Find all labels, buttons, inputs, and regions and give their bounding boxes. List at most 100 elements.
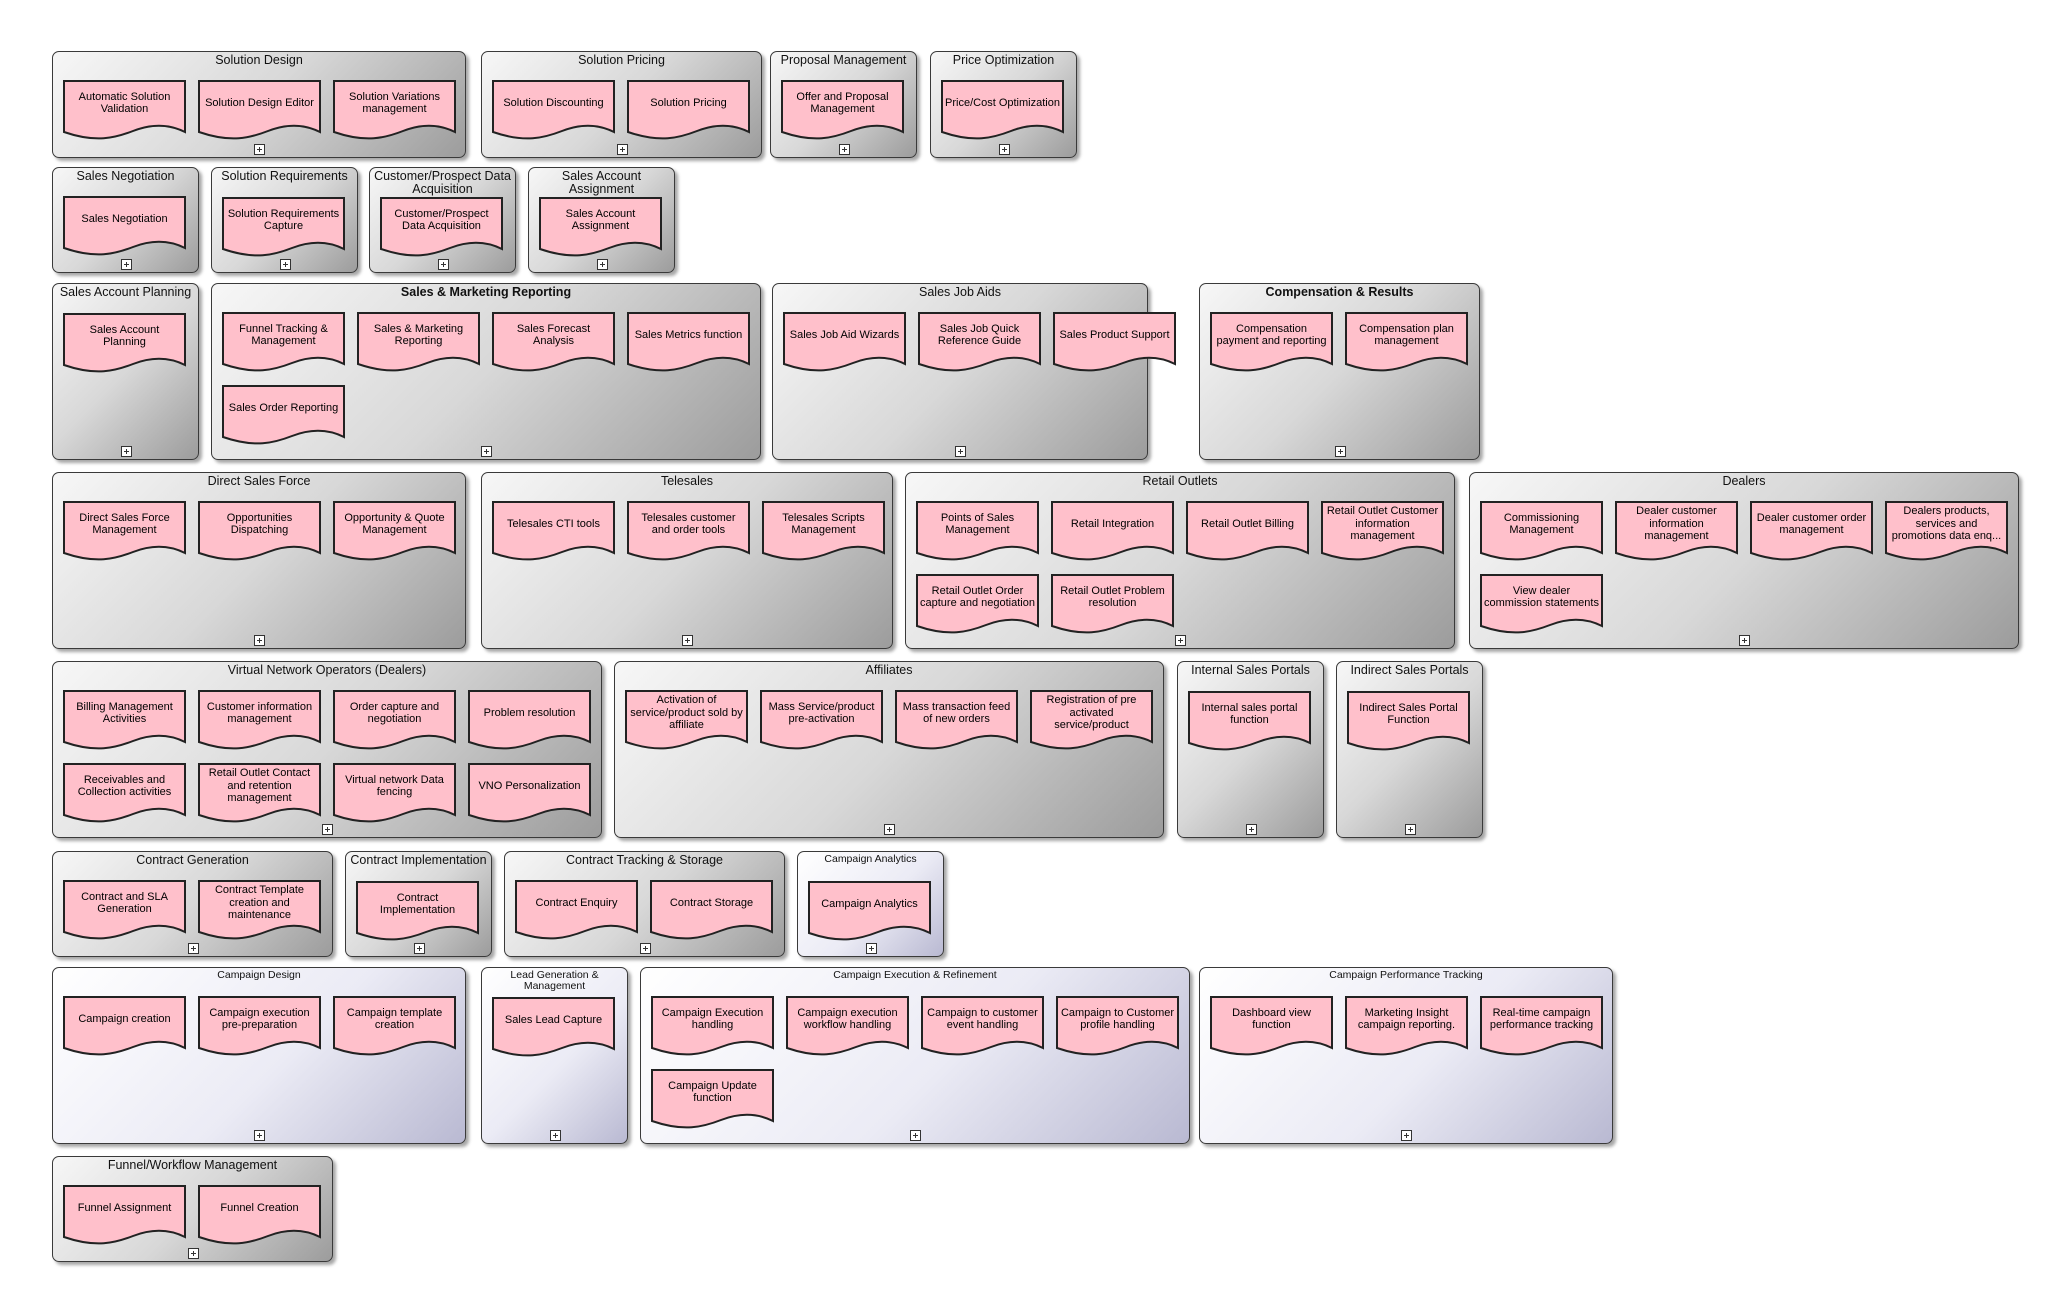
function-sales-order-reporting[interactable]: Sales Order Reporting [222, 385, 345, 449]
function-customer-prospect-data-acquisition[interactable]: Customer/Prospect Data Acquisition [380, 197, 503, 261]
expand-plus-icon[interactable] [254, 144, 265, 155]
function-solution-pricing[interactable]: Solution Pricing [627, 80, 750, 144]
function-sales-negotiation[interactable]: Sales Negotiation [63, 196, 186, 260]
expand-plus-icon[interactable] [280, 259, 291, 270]
function-marketing-insight-campaign-reporting[interactable]: Marketing Insight campaign reporting. [1345, 996, 1468, 1060]
function-opportunity-quote-management[interactable]: Opportunity & Quote Management [333, 501, 456, 565]
function-solution-variations-management[interactable]: Solution Variations management [333, 80, 456, 144]
function-direct-sales-force-management[interactable]: Direct Sales Force Management [63, 501, 186, 565]
function-retail-outlet-billing[interactable]: Retail Outlet Billing [1186, 501, 1309, 565]
function-telesales-customer-and-order-tools[interactable]: Telesales customer and order tools [627, 501, 750, 565]
expand-plus-icon[interactable] [955, 446, 966, 457]
function-virtual-network-data-fencing[interactable]: Virtual network Data fencing [333, 763, 456, 827]
function-problem-resolution[interactable]: Problem resolution [468, 690, 591, 754]
function-dashboard-view-function[interactable]: Dashboard view function [1210, 996, 1333, 1060]
function-view-dealer-commission-statements[interactable]: View dealer commission statements [1480, 574, 1603, 638]
expand-plus-icon[interactable] [1405, 824, 1416, 835]
function-campaign-template-creation[interactable]: Campaign template creation [333, 996, 456, 1060]
expand-plus-icon[interactable] [1246, 824, 1257, 835]
function-contract-and-sla-generation[interactable]: Contract and SLA Generation [63, 880, 186, 944]
function-commissioning-management[interactable]: Commissioning Management [1480, 501, 1603, 565]
function-registration-of-pre-activated-service-product[interactable]: Registration of pre activated service/pr… [1030, 690, 1153, 754]
function-solution-design-editor[interactable]: Solution Design Editor [198, 80, 321, 144]
function-sales-lead-capture[interactable]: Sales Lead Capture [492, 997, 615, 1061]
function-indirect-sales-portal-function[interactable]: Indirect Sales Portal Function [1347, 691, 1470, 755]
expand-plus-icon[interactable] [839, 144, 850, 155]
function-telesales-cti-tools[interactable]: Telesales CTI tools [492, 501, 615, 565]
function-retail-outlet-order-capture-and-negotiation[interactable]: Retail Outlet Order capture and negotiat… [916, 574, 1039, 638]
function-campaign-analytics[interactable]: Campaign Analytics [808, 881, 931, 945]
function-compensation-plan-management[interactable]: Compensation plan management [1345, 312, 1468, 376]
expand-plus-icon[interactable] [438, 259, 449, 270]
function-automatic-solution-validation[interactable]: Automatic Solution Validation [63, 80, 186, 144]
function-points-of-sales-management[interactable]: Points of Sales Management [916, 501, 1039, 565]
expand-plus-icon[interactable] [884, 824, 895, 835]
group-virtual-network-operators-dealers[interactable]: Virtual Network Operators (Dealers)Billi… [52, 661, 602, 838]
function-campaign-execution-handling[interactable]: Campaign Execution handling [651, 996, 774, 1060]
expand-plus-icon[interactable] [188, 1248, 199, 1259]
function-real-time-campaign-performance-tracking[interactable]: Real-time campaign performance tracking [1480, 996, 1603, 1060]
expand-plus-icon[interactable] [254, 1130, 265, 1141]
function-sales-marketing-reporting[interactable]: Sales & Marketing Reporting [357, 312, 480, 376]
function-price-cost-optimization[interactable]: Price/Cost Optimization [941, 80, 1064, 144]
function-funnel-assignment[interactable]: Funnel Assignment [63, 1185, 186, 1249]
expand-plus-icon[interactable] [640, 943, 651, 954]
expand-plus-icon[interactable] [1335, 446, 1346, 457]
function-compensation-payment-and-reporting[interactable]: Compensation payment and reporting [1210, 312, 1333, 376]
function-dealers-products-services-and-promotions-data-enq[interactable]: Dealers products, services and promotion… [1885, 501, 2008, 565]
expand-plus-icon[interactable] [550, 1130, 561, 1141]
expand-plus-icon[interactable] [188, 943, 199, 954]
function-contract-enquiry[interactable]: Contract Enquiry [515, 880, 638, 944]
expand-plus-icon[interactable] [866, 943, 877, 954]
function-campaign-to-customer-profile-handling[interactable]: Campaign to Customer profile handling [1056, 996, 1179, 1060]
function-retail-outlet-contact-and-retention-management[interactable]: Retail Outlet Contact and retention mana… [198, 763, 321, 827]
function-billing-management-activities[interactable]: Billing Management Activities [63, 690, 186, 754]
function-customer-information-management[interactable]: Customer information management [198, 690, 321, 754]
expand-plus-icon[interactable] [1401, 1130, 1412, 1141]
function-sales-product-support[interactable]: Sales Product Support [1053, 312, 1176, 376]
function-retail-outlet-customer-information-management[interactable]: Retail Outlet Customer information manag… [1321, 501, 1444, 565]
expand-plus-icon[interactable] [481, 446, 492, 457]
expand-plus-icon[interactable] [1739, 635, 1750, 646]
function-sales-job-quick-reference-guide[interactable]: Sales Job Quick Reference Guide [918, 312, 1041, 376]
function-sales-metrics-function[interactable]: Sales Metrics function [627, 312, 750, 376]
expand-plus-icon[interactable] [414, 943, 425, 954]
expand-plus-icon[interactable] [254, 635, 265, 646]
expand-plus-icon[interactable] [999, 144, 1010, 155]
function-funnel-creation[interactable]: Funnel Creation [198, 1185, 321, 1249]
expand-plus-icon[interactable] [121, 446, 132, 457]
function-dealer-customer-order-management[interactable]: Dealer customer order management [1750, 501, 1873, 565]
function-receivables-and-collection-activities[interactable]: Receivables and Collection activities [63, 763, 186, 827]
function-vno-personalization[interactable]: VNO Personalization [468, 763, 591, 827]
function-sales-forecast-analysis[interactable]: Sales Forecast Analysis [492, 312, 615, 376]
expand-plus-icon[interactable] [617, 144, 628, 155]
function-campaign-to-customer-event-handling[interactable]: Campaign to customer event handling [921, 996, 1044, 1060]
function-contract-implementation[interactable]: Contract Implementation [356, 881, 479, 945]
function-contract-storage[interactable]: Contract Storage [650, 880, 773, 944]
expand-plus-icon[interactable] [121, 259, 132, 270]
